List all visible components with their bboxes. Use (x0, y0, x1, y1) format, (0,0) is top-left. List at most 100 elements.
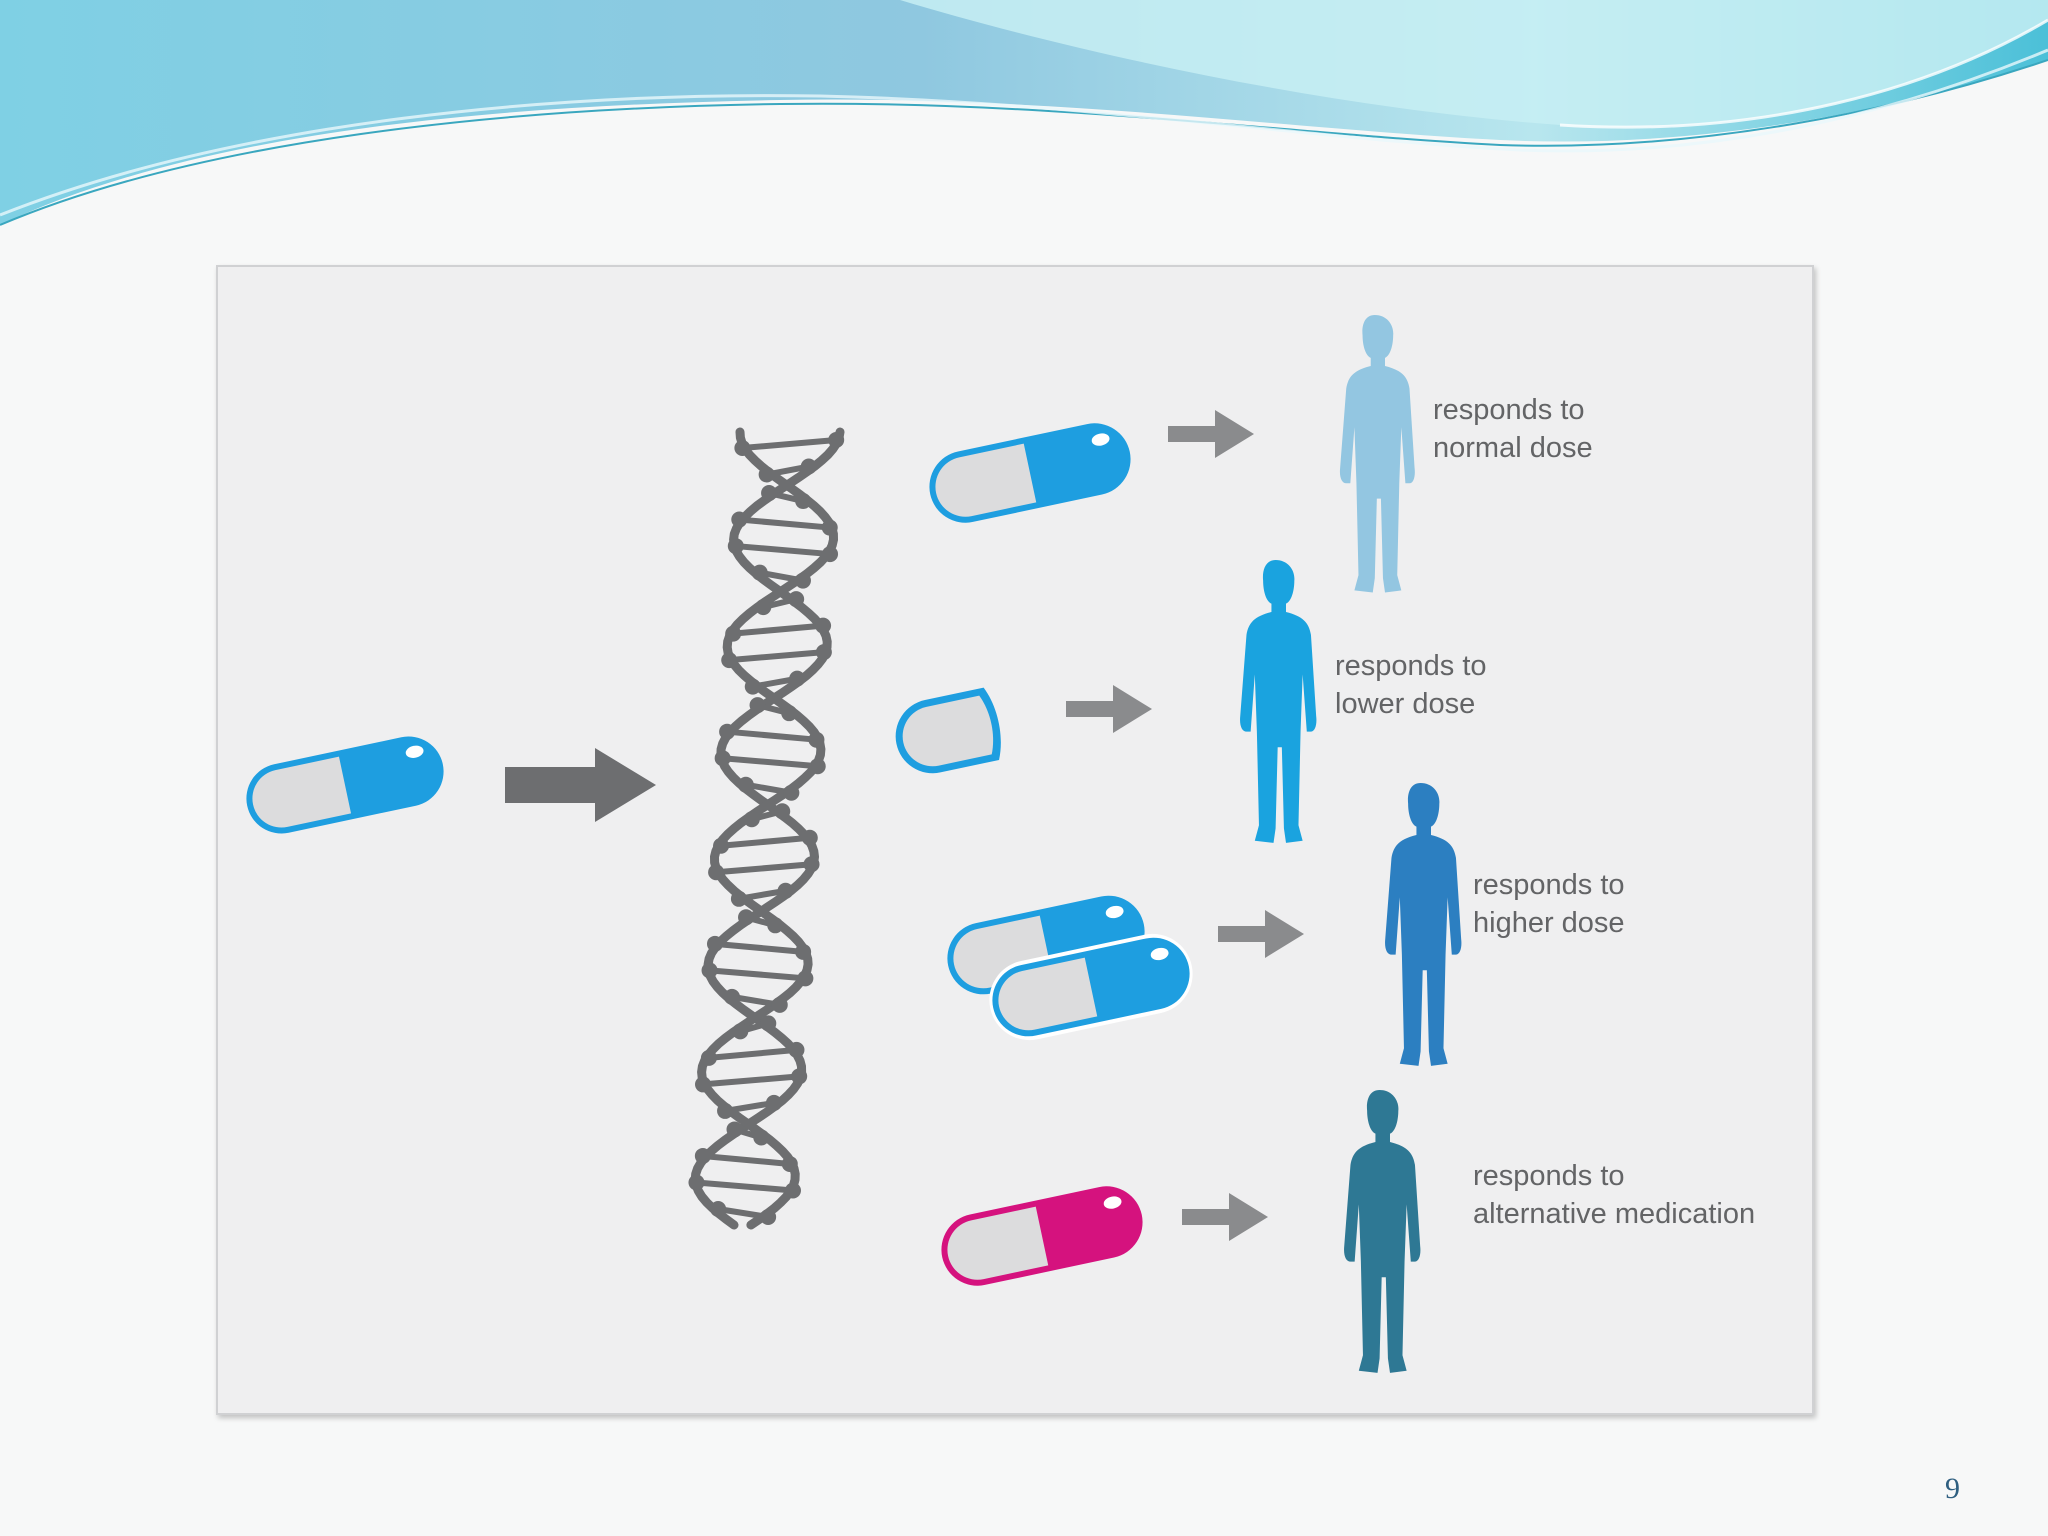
dna-node (774, 803, 791, 820)
dna-node (727, 538, 744, 555)
caption-lower-dose-line2: lower dose (1335, 688, 1476, 720)
dna-node (788, 591, 805, 608)
dna-node (721, 652, 738, 669)
dna-rung (742, 437, 837, 451)
dna-node (695, 1076, 712, 1093)
caption-normal-dose: responds to normal dose (1433, 391, 1593, 467)
dna-rung (722, 755, 818, 770)
dna-node (710, 1201, 727, 1217)
dna-rung (732, 622, 824, 637)
dna-rung (702, 1152, 791, 1167)
person-silhouette (1339, 315, 1415, 593)
dna-helix-icon (688, 427, 845, 1230)
dna-rung (708, 1046, 797, 1061)
dna-node (771, 996, 788, 1013)
higher-dose-double-pill-icon (947, 895, 1193, 1041)
alternative-medication-person-icon (1344, 1090, 1421, 1373)
dna-node (761, 485, 778, 502)
dna-node (743, 811, 760, 828)
dna-rung (720, 834, 811, 849)
dna-node (781, 705, 798, 722)
dna-node (738, 909, 755, 926)
dna-node (714, 750, 731, 767)
dna-node (765, 1094, 782, 1111)
dna-rung (728, 649, 825, 664)
caption-lower-dose: responds to lower dose (1335, 647, 1487, 723)
dna-node (760, 1015, 777, 1032)
dna-node (688, 1174, 705, 1191)
dna-node (731, 511, 748, 528)
dna-node (767, 917, 784, 934)
dna-node (795, 493, 812, 510)
dna-node (783, 784, 800, 801)
dna-node (723, 988, 740, 1005)
dna-rung (717, 1206, 769, 1220)
dna-node (737, 776, 754, 793)
dna-strand (697, 427, 839, 1230)
dna-node (717, 1102, 734, 1119)
dna-node (808, 731, 825, 748)
dna-node (815, 644, 832, 661)
dna-node (760, 1209, 777, 1225)
dna-node (725, 625, 742, 642)
dna-node (755, 599, 772, 616)
dna-node (789, 670, 806, 687)
dna-node (749, 697, 766, 714)
caption-higher-dose-line1: responds to (1473, 869, 1625, 901)
dna-node (726, 1121, 743, 1138)
alternative-medication-pink-pill-icon (941, 1186, 1143, 1286)
higher-dose-person-icon (1385, 783, 1462, 1066)
dna-rung (735, 543, 831, 558)
dna-node (758, 466, 775, 483)
dna-node (788, 1041, 805, 1058)
alternative-medication-arrow-icon (1182, 1193, 1268, 1241)
dna-node (753, 1129, 770, 1146)
caption-alternative-medication-line2: alternative medication (1473, 1198, 1756, 1230)
dna-node (744, 678, 761, 695)
dna-node (784, 1182, 801, 1199)
person-silhouette (1240, 560, 1317, 843)
lower-dose-arrow-icon (1066, 685, 1152, 733)
dna-node (713, 837, 730, 854)
caption-normal-dose-line2: normal dose (1433, 432, 1593, 464)
dna-rung (726, 728, 817, 743)
caption-normal-dose-line1: responds to (1433, 394, 1585, 426)
dna-rung (715, 861, 812, 876)
normal-dose-pill-icon (929, 423, 1131, 523)
caption-lower-dose-line1: responds to (1335, 650, 1487, 682)
dna-node (694, 1147, 711, 1164)
person-silhouette (1344, 1090, 1421, 1373)
dna-node (777, 882, 794, 899)
dna-node (800, 458, 817, 475)
dna-strand (690, 427, 845, 1230)
dna-rung (724, 1099, 775, 1114)
main-arrow-icon (505, 748, 656, 822)
dna-node (815, 617, 832, 634)
dna-node (732, 1023, 749, 1040)
caption-alternative-medication-line1: responds to (1473, 1160, 1625, 1192)
higher-dose-arrow-icon (1218, 910, 1304, 958)
lower-dose-person-icon (1240, 560, 1317, 843)
dna-rung (709, 967, 806, 982)
dna-node (794, 572, 811, 589)
normal-dose-arrow-icon (1168, 410, 1254, 458)
dna-node (797, 970, 814, 987)
dna-rung (739, 516, 830, 531)
dna-node (803, 856, 820, 873)
caption-higher-dose: responds to higher dose (1473, 866, 1625, 942)
dna-node (719, 723, 736, 740)
input-pill-icon (246, 736, 444, 834)
dna-node (821, 519, 838, 536)
dna-node (706, 935, 723, 952)
dna-node (809, 758, 826, 775)
dna-node (795, 943, 812, 960)
dna-node (734, 440, 751, 456)
dna-node (708, 864, 725, 881)
dna-node (701, 962, 718, 979)
dna-node (700, 1049, 717, 1066)
lower-dose-half-pill-icon (895, 687, 1001, 774)
dna-rung (714, 940, 804, 955)
caption-alternative-medication: responds to alternative medication (1473, 1157, 1755, 1233)
